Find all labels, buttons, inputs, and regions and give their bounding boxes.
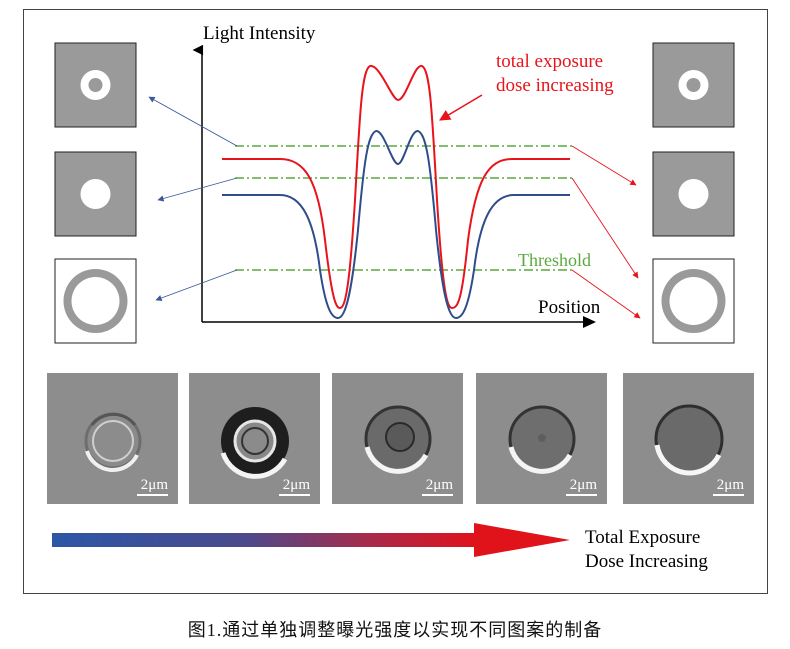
pattern-tile-right-ring: [652, 42, 735, 128]
connector-right-ring: [571, 145, 637, 186]
scale-bar-label: 2μm: [569, 477, 597, 493]
arrow-text-line1: Total Exposure: [585, 527, 701, 548]
x-axis-arrowhead: [583, 316, 596, 328]
pattern-tile-left-ring: [54, 42, 137, 128]
scale-bar-label: 2μm: [140, 477, 168, 493]
sem-image-2: 2μm: [189, 373, 320, 504]
scale-bar: [137, 494, 168, 496]
scale-bar: [279, 494, 310, 496]
figure-frame: [23, 9, 768, 594]
x-axis-label: Position: [538, 297, 601, 318]
sem-image-4: 2μm: [476, 373, 607, 504]
connector-left-disk: [157, 177, 238, 202]
arrow-text-line2: Dose Increasing: [585, 551, 708, 572]
scale-bar: [713, 494, 744, 496]
pattern-tile-right-large-ring: [652, 258, 735, 344]
sem-image-1: 2μm: [47, 373, 178, 504]
dose-gradient-arrow: [52, 523, 570, 557]
annotation-arrow: [439, 94, 483, 121]
pattern-tile-left-disk: [54, 151, 137, 237]
intensity-curve-high-dose: [222, 65, 570, 310]
scale-bar-label: 2μm: [716, 477, 744, 493]
connector-right-large-ring: [571, 269, 641, 319]
figure-caption: 图1.通过单独调整曝光强度以实现不同图案的制备: [187, 620, 603, 640]
intensity-curve-low-dose: [222, 130, 570, 320]
sem-image-3: 2μm: [332, 373, 463, 504]
scale-bar: [422, 494, 453, 496]
pattern-tile-right-disk: [652, 151, 735, 237]
scale-bar-label: 2μm: [425, 477, 453, 493]
sem-image-5: 2μm: [623, 373, 754, 504]
connector-left-large-ring: [155, 269, 238, 301]
pattern-tile-left-large-ring: [54, 258, 137, 344]
scale-bar-label: 2μm: [282, 477, 310, 493]
y-axis-label: Light Intensity: [203, 23, 316, 44]
threshold-label: Threshold: [518, 250, 591, 270]
dose-annotation: total exposure dose increasing: [496, 51, 614, 96]
connector-right-disk: [571, 177, 639, 279]
scale-bar: [566, 494, 597, 496]
connector-left-ring: [148, 96, 238, 147]
